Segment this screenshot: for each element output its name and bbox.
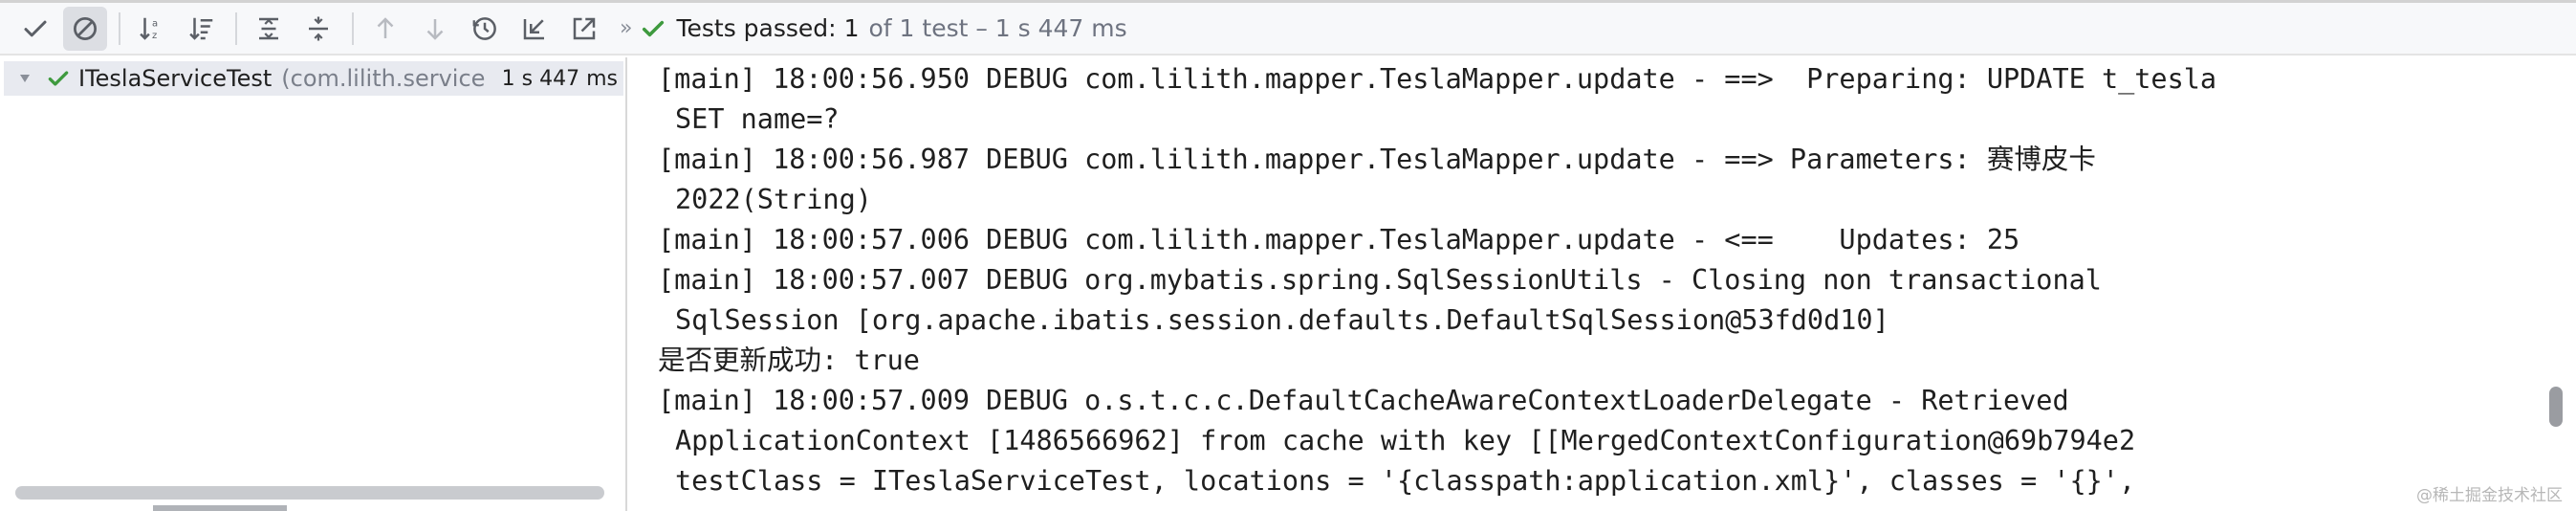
test-status: Tests passed: 1 of 1 test – 1 s 447 ms xyxy=(640,14,1127,42)
toolbar-separator xyxy=(119,11,120,45)
console-output[interactable]: [main] 18:00:56.950 DEBUG com.lilith.map… xyxy=(629,57,2561,511)
next-failed-button[interactable] xyxy=(413,7,457,51)
status-count: 1 xyxy=(843,14,860,42)
log-line: testClass = ITeslaServiceTest, locations… xyxy=(675,465,2136,497)
toolbar-separator xyxy=(352,11,354,45)
check-icon xyxy=(643,20,665,36)
bottom-tab-indicator xyxy=(153,505,287,511)
previous-failed-button[interactable] xyxy=(363,7,407,51)
test-class-package: (com.lilith.service xyxy=(281,65,486,92)
test-duration: 1 s 447 ms xyxy=(501,66,618,91)
sort-duration-icon xyxy=(189,17,213,40)
expand-all-button[interactable] xyxy=(247,7,291,51)
prohibit-icon xyxy=(74,16,97,40)
chevron-down-icon[interactable] xyxy=(19,73,31,84)
export-icon xyxy=(573,17,596,39)
log-line: [main] 18:00:57.009 DEBUG o.s.t.c.c.Defa… xyxy=(658,385,2069,416)
vertical-scrollbar-thumb[interactable] xyxy=(2549,387,2563,427)
log-line: 2022(String) xyxy=(675,184,872,215)
import-icon xyxy=(523,18,544,39)
show-ignored-button[interactable] xyxy=(63,6,107,51)
test-class-name: ITeslaServiceTest xyxy=(78,65,273,92)
log-line: 是否更新成功: true xyxy=(658,344,920,376)
log-line: ApplicationContext [1486566962] from cac… xyxy=(675,425,2136,456)
show-passed-button[interactable] xyxy=(13,7,57,51)
watermark: @稀土掘金技术社区 xyxy=(2416,486,2563,505)
export-tests-button[interactable] xyxy=(562,7,606,51)
horizontal-scrollbar[interactable] xyxy=(15,486,604,500)
svg-text:a: a xyxy=(152,18,158,29)
log-line: [main] 18:00:57.006 DEBUG com.lilith.map… xyxy=(658,224,2020,256)
tree-item-test-class[interactable]: ITeslaServiceTest (com.lilith.service 1 … xyxy=(4,61,623,96)
test-tree-panel: ITeslaServiceTest (com.lilith.service 1 … xyxy=(0,57,627,511)
expand-all-icon xyxy=(259,17,278,39)
log-line: [main] 18:00:56.950 DEBUG com.lilith.map… xyxy=(658,63,2217,95)
arrow-up-icon xyxy=(377,16,394,38)
sort-by-duration-button[interactable] xyxy=(180,7,224,51)
top-border xyxy=(0,0,2576,3)
status-label: Tests passed: xyxy=(676,14,837,42)
check-icon xyxy=(48,71,69,86)
log-line: [main] 18:00:57.007 DEBUG org.mybatis.sp… xyxy=(658,264,2102,296)
status-detail: of 1 test – 1 s 447 ms xyxy=(868,14,1127,42)
svg-text:z: z xyxy=(152,31,157,41)
check-icon xyxy=(24,20,47,36)
collapse-all-icon xyxy=(309,16,328,40)
arrow-down-icon xyxy=(426,18,444,40)
collapse-all-button[interactable] xyxy=(296,7,340,51)
log-line: SET name=? xyxy=(675,103,840,135)
history-icon xyxy=(472,16,496,40)
log-line: [main] 18:00:56.987 DEBUG com.lilith.map… xyxy=(658,144,2096,175)
toolbar-separator xyxy=(235,11,237,45)
import-tests-button[interactable] xyxy=(513,7,557,51)
test-history-button[interactable] xyxy=(463,7,507,51)
more-actions-button[interactable]: » xyxy=(620,16,633,40)
sort-alpha-icon: az xyxy=(140,17,158,41)
log-line: SqlSession [org.apache.ibatis.session.de… xyxy=(675,304,1889,336)
